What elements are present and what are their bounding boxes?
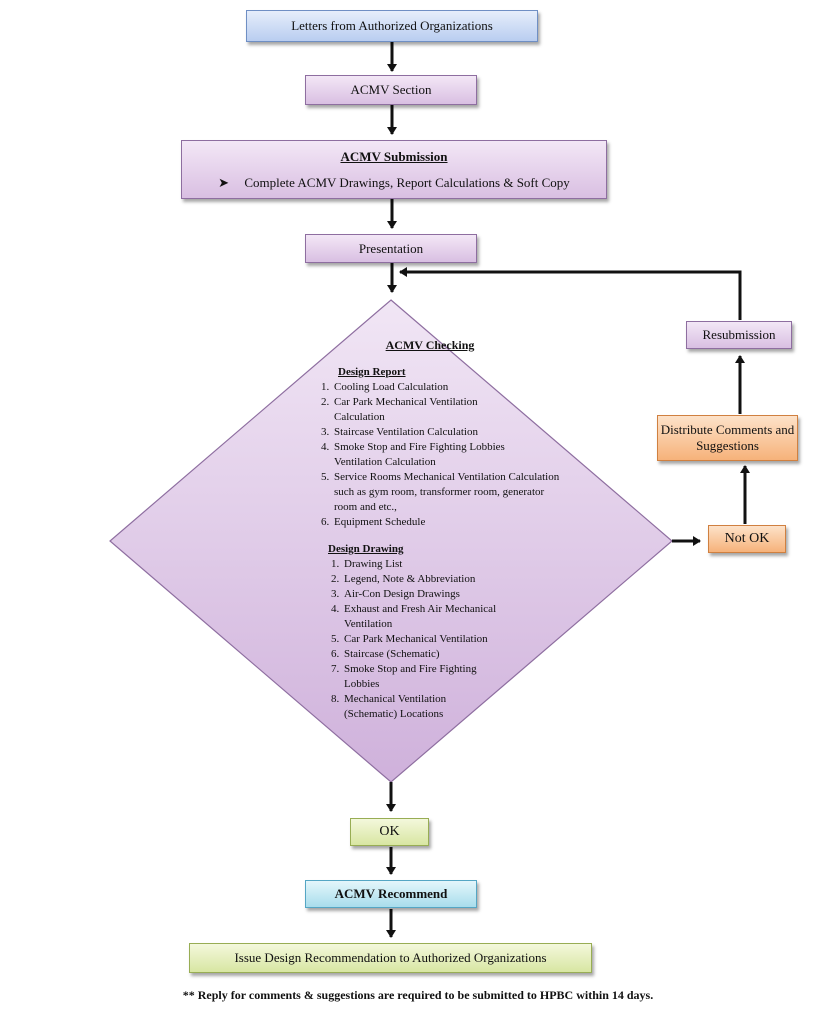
presentation-label: Presentation [358,240,424,256]
acmv-checking-content: ACMV Checking Design Report Cooling Load… [300,338,560,722]
design-drawing-item: Air-Con Design Drawings [342,587,526,602]
acmv-submission-node: ACMV Submission ➤ Complete ACMV Drawings… [181,140,607,199]
ok-label: OK [379,824,400,839]
submission-bullet-row: ➤ Complete ACMV Drawings, Report Calcula… [218,175,570,191]
submission-bullet-text: Complete ACMV Drawings, Report Calculati… [244,174,570,190]
design-report-item: Car Park Mechanical Ventilation Calculat… [332,395,560,425]
design-drawing-item: Legend, Note & Abbreviation [342,572,526,587]
issue-node: Issue Design Recommendation to Authorize… [189,943,592,973]
letters-node: Letters from Authorized Organizations [246,10,538,42]
acmv-recommend-label: ACMV Recommend [334,886,448,901]
design-report-item: Staircase Ventilation Calculation [332,425,560,440]
design-drawing-item: Staircase (Schematic) [342,647,526,662]
distribute-node: Distribute Comments and Suggestions [657,415,798,461]
design-drawing-item: Drawing List [342,557,526,572]
design-drawing-list: Drawing List Legend, Note & Abbreviation… [300,557,560,722]
design-report-item: Equipment Schedule [332,515,560,530]
design-report-item: Cooling Load Calculation [332,380,560,395]
distribute-label: Distribute Comments and Suggestions [660,422,795,453]
design-report-item: Smoke Stop and Fire Fighting Lobbies Ven… [332,440,560,470]
presentation-node: Presentation [305,234,477,263]
acmv-section-node: ACMV Section [305,75,477,105]
design-drawing-item: Smoke Stop and Fire Fighting Lobbies [342,662,526,692]
design-drawing-item: Car Park Mechanical Ventilation [342,632,526,647]
ok-node: OK [350,818,429,846]
design-report-item: Service Rooms Mechanical Ventilation Cal… [332,470,560,515]
arrow-resubmission-to-checking [399,267,742,320]
design-drawing-item: Exhaust and Fresh Air Mechanical Ventila… [342,602,526,632]
not-ok-label: Not OK [724,531,770,546]
acmv-recommend-node: ACMV Recommend [305,880,477,908]
resubmission-label: Resubmission [702,327,776,342]
design-drawing-item: Mechanical Ventilation (Schematic) Locat… [342,692,526,722]
submission-title: ACMV Submission [340,148,448,164]
footnote: ** Reply for comments & suggestions are … [182,988,654,1002]
design-report-list: Cooling Load Calculation Car Park Mechan… [300,380,560,530]
design-drawing-title: Design Drawing [328,543,404,555]
resubmission-node: Resubmission [686,321,792,349]
design-report-title: Design Report [338,366,406,378]
acmv-section-label: ACMV Section [350,82,432,97]
checking-title: ACMV Checking [385,338,475,352]
not-ok-node: Not OK [708,525,786,553]
issue-label: Issue Design Recommendation to Authorize… [234,950,547,965]
letters-label: Letters from Authorized Organizations [291,18,493,33]
bullet-arrow-icon: ➤ [218,174,230,190]
